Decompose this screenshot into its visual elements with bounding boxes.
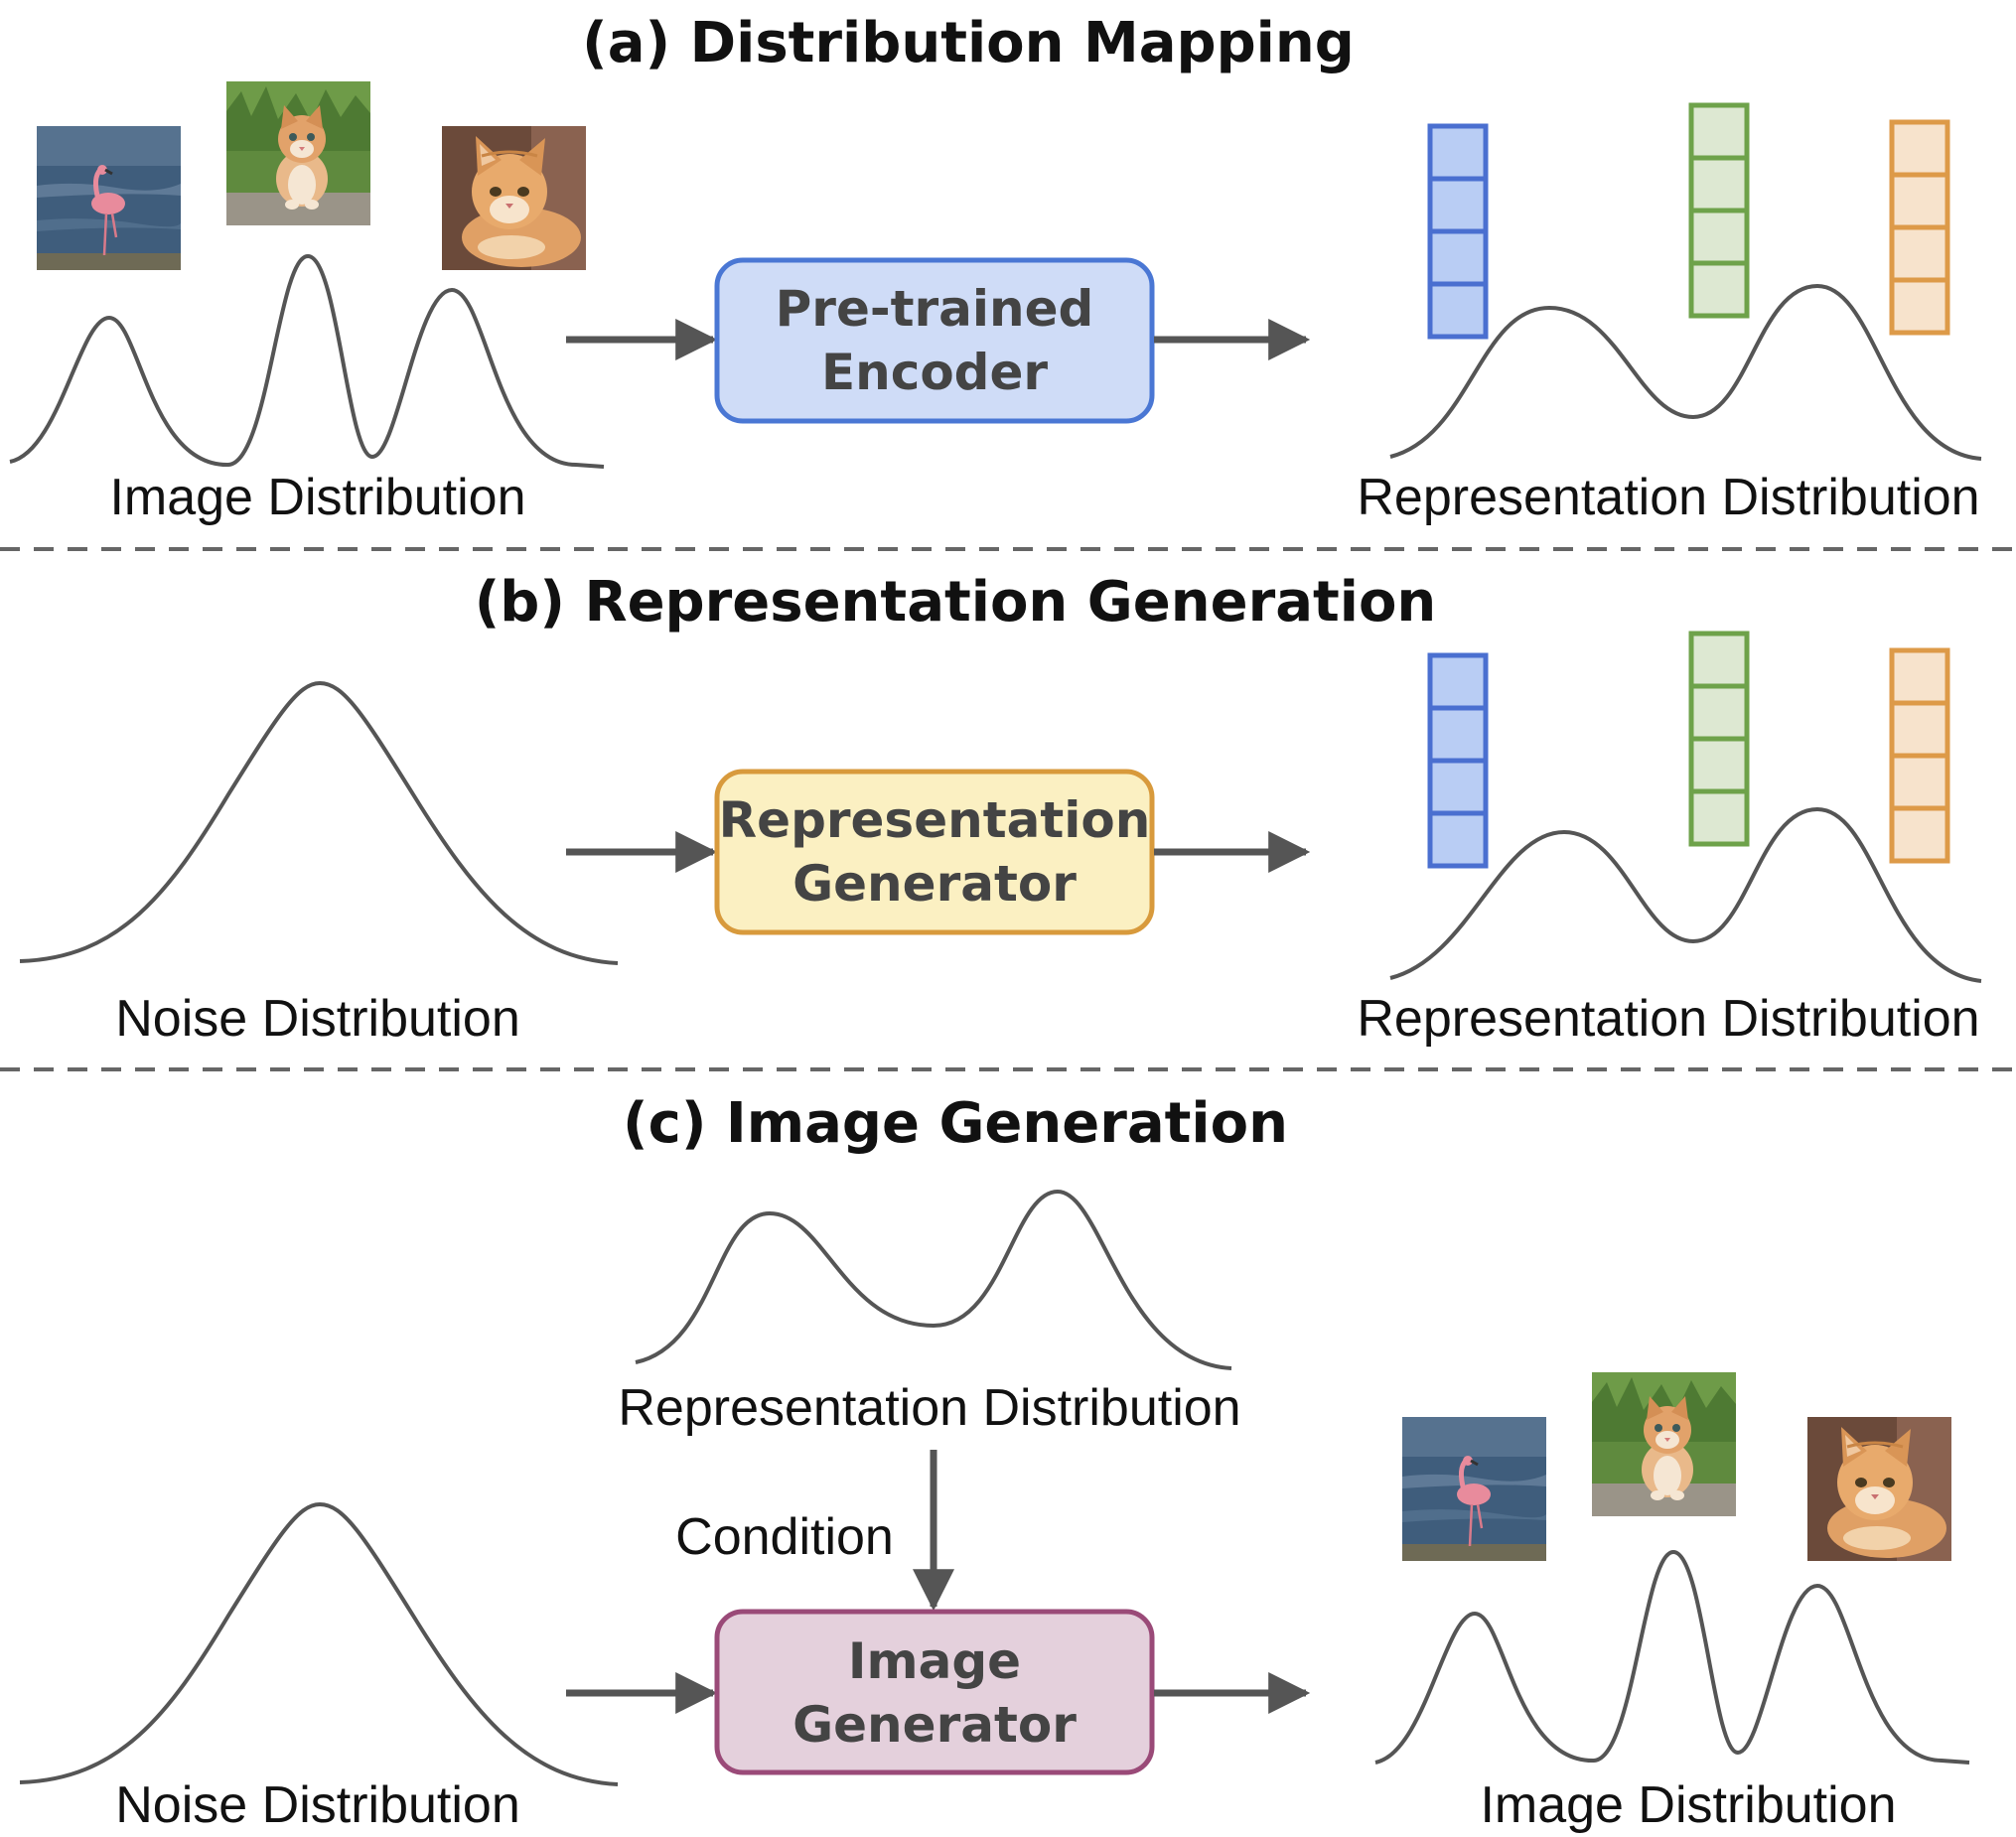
vector-cell: [1889, 172, 1950, 230]
vector-cell: [1688, 155, 1750, 213]
encoder-label-line2: Encoder: [821, 344, 1048, 401]
vector-cell: [1427, 123, 1489, 182]
vector-cell: [1889, 277, 1950, 336]
flamingo-photo-icon: [1402, 1417, 1546, 1561]
image-distribution-curve: [9, 253, 605, 469]
representation-distribution-curve-b: [1389, 806, 1982, 983]
representation-distribution-curve-c: [635, 1189, 1232, 1370]
vector-cell: [1688, 208, 1750, 266]
vector-cell: [1427, 810, 1489, 869]
vector-cell: [1688, 736, 1750, 794]
kitten-sitting-photo-icon: [1592, 1372, 1736, 1516]
vector-orange-a: [1889, 119, 1950, 336]
vector-cell: [1427, 652, 1489, 711]
vector-cell: [1889, 805, 1950, 864]
vector-green-a: [1688, 102, 1750, 319]
representation-distribution-curve-a: [1389, 283, 1982, 461]
section-c-title: (c) Image Generation: [623, 1091, 1288, 1156]
section-b-input-label: Noise Distribution: [115, 990, 520, 1048]
vector-cell: [1688, 683, 1750, 742]
vector-cell: [1427, 758, 1489, 816]
vector-cell: [1889, 224, 1950, 283]
noise-distribution-curve-c: [19, 1501, 619, 1786]
vector-cell: [1889, 119, 1950, 178]
vector-cell: [1889, 700, 1950, 759]
section-c-output-label: Image Distribution: [1480, 1776, 1896, 1834]
rep-generator-label-line2: Generator: [792, 855, 1077, 913]
vector-cell: [1688, 102, 1750, 161]
kitten-sitting-photo-icon: [226, 81, 370, 225]
vector-cell: [1688, 788, 1750, 847]
vector-cell: [1427, 228, 1489, 287]
section-c-condition-dist-label: Representation Distribution: [618, 1379, 1240, 1437]
img-generator-label-line2: Generator: [792, 1696, 1077, 1754]
img-generator-label-line1: Image: [848, 1632, 1021, 1690]
section-b-title: (b) Representation Generation: [475, 570, 1437, 635]
image-distribution-curve-c: [1374, 1549, 1970, 1765]
image-generator-box: [714, 1609, 1155, 1775]
vector-cell: [1688, 631, 1750, 689]
section-a-title: (a) Distribution Mapping: [582, 11, 1355, 75]
kitten-lying-photo-icon: [1807, 1417, 1951, 1561]
section-c-input-label: Noise Distribution: [115, 1776, 520, 1834]
flamingo-photo-icon: [37, 126, 181, 270]
representation-generator-box: [714, 769, 1155, 935]
vector-cell: [1889, 753, 1950, 811]
vector-cell: [1427, 705, 1489, 764]
noise-distribution-curve-b: [19, 680, 619, 965]
pretrained-encoder-box: [714, 257, 1155, 424]
section-b-output-label: Representation Distribution: [1357, 990, 1979, 1048]
vector-blue-b: [1427, 652, 1489, 869]
encoder-label-line1: Pre-trained: [776, 280, 1094, 338]
section-a-output-label: Representation Distribution: [1357, 469, 1979, 526]
section-a-input-label: Image Distribution: [109, 469, 525, 526]
rep-generator-label-line1: Representation: [719, 791, 1151, 849]
vector-cell: [1889, 647, 1950, 706]
vector-cell: [1427, 281, 1489, 340]
vector-cell: [1688, 260, 1750, 319]
kitten-lying-photo-icon: [442, 126, 586, 270]
vector-green-b: [1688, 631, 1750, 847]
vector-blue-a: [1427, 123, 1489, 340]
section-c-condition-label: Condition: [675, 1508, 894, 1566]
vector-orange-b: [1889, 647, 1950, 864]
vector-cell: [1427, 176, 1489, 234]
